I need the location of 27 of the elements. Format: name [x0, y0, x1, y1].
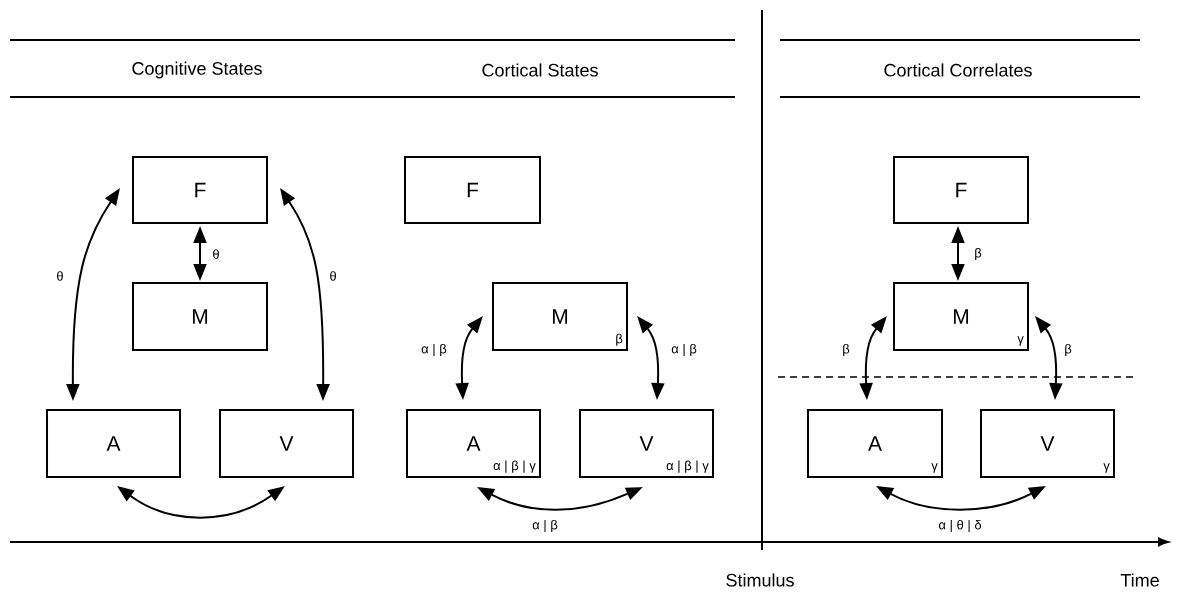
box: A α | β | γ: [406, 409, 541, 478]
edge-label: α | β: [531, 518, 559, 534]
box: F: [404, 156, 541, 224]
edge-label: β: [841, 342, 851, 358]
heading: Cortical Correlates: [884, 63, 1032, 77]
edge-label: θ: [55, 270, 65, 282]
heading: Time: [1120, 573, 1159, 587]
box: V: [219, 409, 354, 478]
box: F: [893, 156, 1029, 224]
edge-label: α | β: [420, 342, 448, 358]
edge-label: θ: [328, 270, 338, 282]
box: F: [132, 156, 268, 224]
box: V γ: [980, 409, 1115, 478]
heading: Cortical States: [482, 63, 598, 77]
edge-label: α | θ | δ: [937, 518, 983, 534]
heading: Stimulus: [726, 573, 794, 587]
heading: Cognitive States: [132, 61, 262, 79]
edge-label: β: [973, 247, 983, 262]
box: V α | β | γ: [579, 409, 714, 478]
box: M: [132, 282, 268, 351]
edge-label: β: [1063, 342, 1073, 358]
edge-label: α | β: [670, 342, 698, 358]
box: A: [46, 409, 181, 478]
box: A γ: [807, 409, 943, 478]
box: M γ: [893, 282, 1029, 351]
edge-label: θ: [211, 248, 221, 260]
box: M β: [492, 282, 628, 351]
